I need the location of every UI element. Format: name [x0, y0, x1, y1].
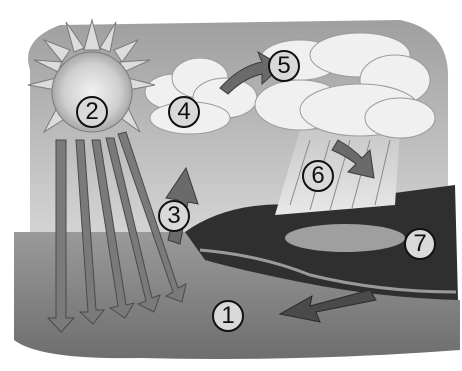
label-3: 3 [158, 200, 190, 232]
label-6: 6 [302, 160, 334, 192]
label-2: 2 [76, 96, 108, 128]
lake [285, 224, 405, 252]
label-4: 4 [168, 96, 200, 128]
label-1: 1 [212, 300, 244, 332]
label-7: 7 [404, 228, 436, 260]
storm-cloud [255, 33, 435, 138]
label-5: 5 [268, 50, 300, 82]
